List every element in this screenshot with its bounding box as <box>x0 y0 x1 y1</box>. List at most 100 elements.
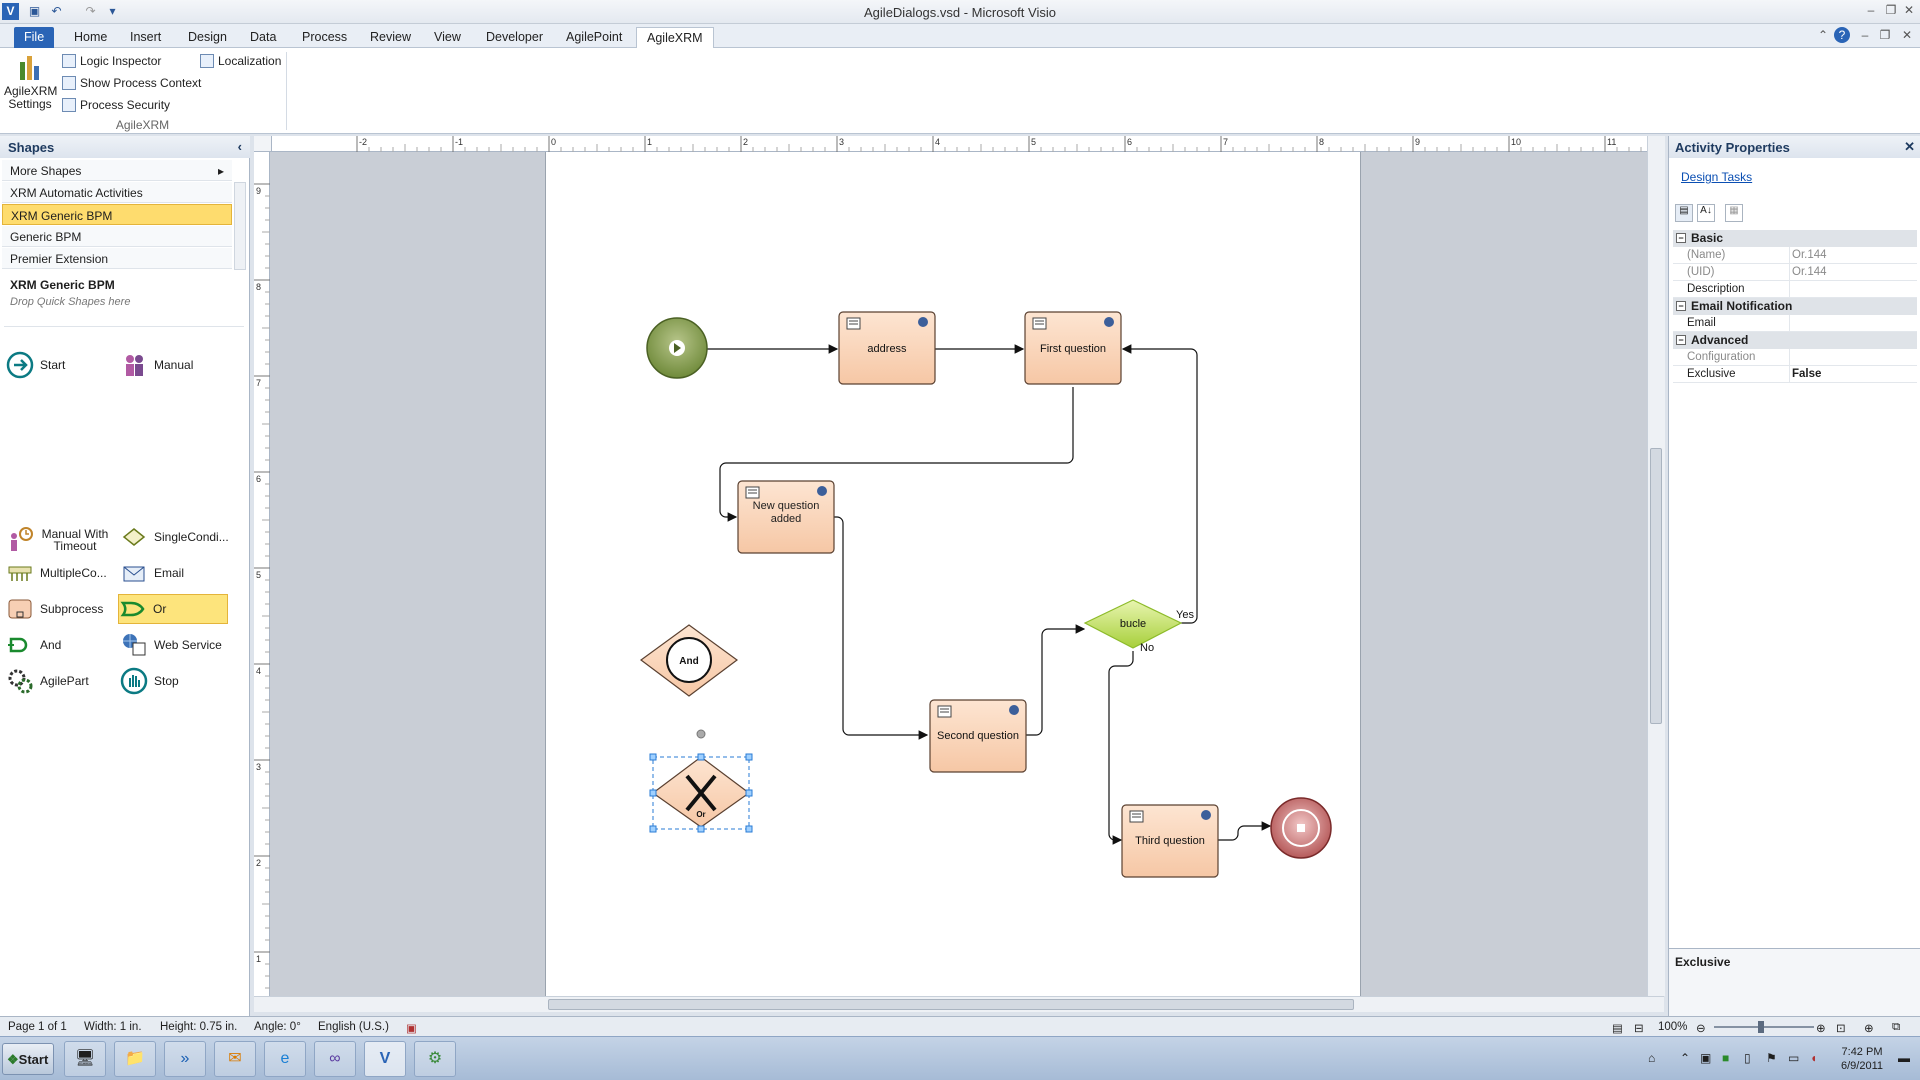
zoom-slider-thumb[interactable] <box>1758 1021 1764 1033</box>
shape-agilepart[interactable]: AgilePart <box>6 666 89 696</box>
taskbar-visio-icon[interactable]: V <box>364 1041 406 1077</box>
activity-new-question-added[interactable]: New question added <box>737 480 835 554</box>
angle-indicator[interactable]: Angle: 0° <box>254 1021 301 1033</box>
help-icon[interactable]: ? <box>1834 27 1850 43</box>
tray-monitor-icon[interactable]: ▯ <box>1744 1051 1751 1065</box>
fit-page-icon[interactable]: ⊡ <box>1836 1023 1846 1035</box>
connectors[interactable] <box>707 344 1272 845</box>
minimize-icon[interactable]: – <box>1867 3 1875 17</box>
horizontal-scroll-thumb[interactable] <box>548 999 1354 1010</box>
tray-flag-icon[interactable]: ⚑ <box>1766 1051 1777 1065</box>
horizontal-scrollbar[interactable] <box>254 996 1664 1012</box>
shape-stop[interactable]: Stop <box>120 666 179 696</box>
restore-icon[interactable]: ❐ <box>1885 3 1897 17</box>
normal-view-icon[interactable]: ▤ <box>1612 1023 1623 1035</box>
collapse-icon[interactable]: − <box>1676 335 1686 345</box>
ribbon-collapse-icon[interactable]: ⌃ <box>1817 28 1829 42</box>
stencil-xrm-automatic-activities[interactable]: XRM Automatic Activities <box>2 182 232 203</box>
tray-network-icon[interactable]: ▣ <box>1700 1051 1712 1065</box>
process-security-button[interactable]: Process Security <box>62 96 170 114</box>
zoom-level[interactable]: 100% <box>1658 1021 1688 1033</box>
connector-bucle-no[interactable] <box>1108 651 1134 845</box>
presentation-icon[interactable]: ⊟ <box>1634 1023 1644 1035</box>
tab-view[interactable]: View <box>434 30 461 44</box>
doc-restore-icon[interactable]: ❐ <box>1879 28 1891 42</box>
property-description[interactable]: Description <box>1673 281 1917 298</box>
tray-expand-icon[interactable]: ⌃ <box>1680 1051 1691 1065</box>
close-panel-icon[interactable]: ✕ <box>1904 139 1915 154</box>
undo-icon[interactable]: ↶ <box>51 4 62 18</box>
tab-file[interactable]: File <box>14 27 55 48</box>
tab-insert[interactable]: Insert <box>130 30 162 44</box>
customize-qat-icon[interactable]: ▾ <box>109 4 116 18</box>
gateway-or-selected[interactable]: Or <box>649 729 753 833</box>
category-email-notification[interactable]: −Email Notification <box>1673 298 1917 315</box>
pan-zoom-icon[interactable]: ⊕ <box>1864 1023 1874 1035</box>
start-event[interactable] <box>646 317 708 379</box>
property-uid[interactable]: (UID)Or.144 <box>1673 264 1917 281</box>
shape-single-condition[interactable]: SingleCondi... <box>120 522 229 552</box>
macro-record-icon[interactable]: ▣ <box>406 1023 417 1035</box>
tray-notification-icon[interactable]: ▬ <box>1898 1051 1910 1065</box>
property-pages-icon[interactable]: ▦ <box>1725 204 1743 222</box>
tab-agilexrm[interactable]: AgileXRM <box>636 27 714 48</box>
connector-first-new[interactable] <box>719 387 1074 522</box>
tray-status-icon[interactable]: ■ <box>1722 1051 1730 1065</box>
connector-new-second[interactable] <box>834 516 929 740</box>
logic-inspector-button[interactable]: Logic Inspector <box>62 52 161 70</box>
property-value[interactable] <box>1789 281 1917 297</box>
shape-email[interactable]: Email <box>120 558 184 588</box>
property-configuration[interactable]: Configuration <box>1673 349 1917 366</box>
tab-process[interactable]: Process <box>302 30 348 44</box>
collapse-icon[interactable]: − <box>1676 233 1686 243</box>
vertical-scrollbar[interactable] <box>1647 136 1665 996</box>
category-advanced[interactable]: −Advanced <box>1673 332 1917 349</box>
stencil-list-scrollbar[interactable] <box>234 182 246 270</box>
agilexrm-settings-button[interactable]: AgileXRM Settings <box>4 52 57 116</box>
stencil-generic-bpm[interactable]: Generic BPM <box>2 226 232 247</box>
show-process-context-button[interactable]: Show Process Context <box>62 74 201 92</box>
activity-third-question[interactable]: Third question <box>1121 804 1219 878</box>
taskbar-outlook-icon[interactable]: ✉ <box>214 1041 256 1077</box>
zoom-slider[interactable] <box>1714 1026 1814 1028</box>
property-value[interactable] <box>1789 349 1917 365</box>
connector-second-bucle[interactable] <box>1026 624 1086 736</box>
alphabetical-icon[interactable]: A↓ <box>1697 204 1715 222</box>
selection-handles[interactable] <box>649 753 753 833</box>
zoom-out-icon[interactable]: ⊖ <box>1696 1023 1706 1035</box>
property-value[interactable]: False <box>1789 366 1917 382</box>
language-indicator[interactable]: English (U.S.) <box>318 1021 389 1033</box>
width-indicator[interactable]: Width: 1 in. <box>84 1021 142 1033</box>
collapse-icon[interactable]: − <box>1676 301 1686 311</box>
shape-start[interactable]: Start <box>6 350 65 380</box>
height-indicator[interactable]: Height: 0.75 in. <box>160 1021 238 1033</box>
category-basic[interactable]: −Basic <box>1673 230 1917 247</box>
activity-first-question[interactable]: First question <box>1024 311 1122 385</box>
tab-design[interactable]: Design <box>188 30 227 44</box>
stop-event[interactable] <box>1270 797 1332 859</box>
redo-icon[interactable]: ↷ <box>85 4 96 18</box>
collapse-panel-icon[interactable]: ‹ <box>237 139 242 154</box>
tab-home[interactable]: Home <box>74 30 108 44</box>
taskbar-powershell-icon[interactable]: » <box>164 1041 206 1077</box>
switch-windows-icon[interactable]: ⧉ <box>1892 1021 1901 1033</box>
property-email[interactable]: Email <box>1673 315 1917 332</box>
shape-manual-with-timeout[interactable]: Manual With Timeout <box>6 522 110 558</box>
tray-show-desktop-icon[interactable]: ⌂ <box>1648 1051 1656 1065</box>
shape-multiple-condition[interactable]: MultipleCo... <box>6 558 107 588</box>
shape-and[interactable]: And <box>6 630 61 660</box>
shape-subprocess[interactable]: Subprocess <box>6 594 103 624</box>
taskbar-explorer-icon[interactable]: 📁 <box>114 1041 156 1077</box>
decision-bucle[interactable]: bucle <box>1083 599 1183 649</box>
tab-agilepoint[interactable]: AgilePoint <box>566 30 623 44</box>
gateway-and[interactable]: And <box>639 624 739 697</box>
design-tasks-link[interactable]: Design Tasks <box>1681 170 1753 184</box>
save-icon[interactable]: ▣ <box>28 4 41 18</box>
property-value[interactable] <box>1789 315 1917 331</box>
tab-data[interactable]: Data <box>250 30 277 44</box>
rotation-handle[interactable] <box>696 729 706 739</box>
connector-bucle-yes[interactable] <box>1121 344 1198 624</box>
page-indicator[interactable]: Page 1 of 1 <box>8 1021 67 1033</box>
activity-second-question[interactable]: Second question <box>929 699 1027 773</box>
property-name[interactable]: (Name)Or.144 <box>1673 247 1917 264</box>
